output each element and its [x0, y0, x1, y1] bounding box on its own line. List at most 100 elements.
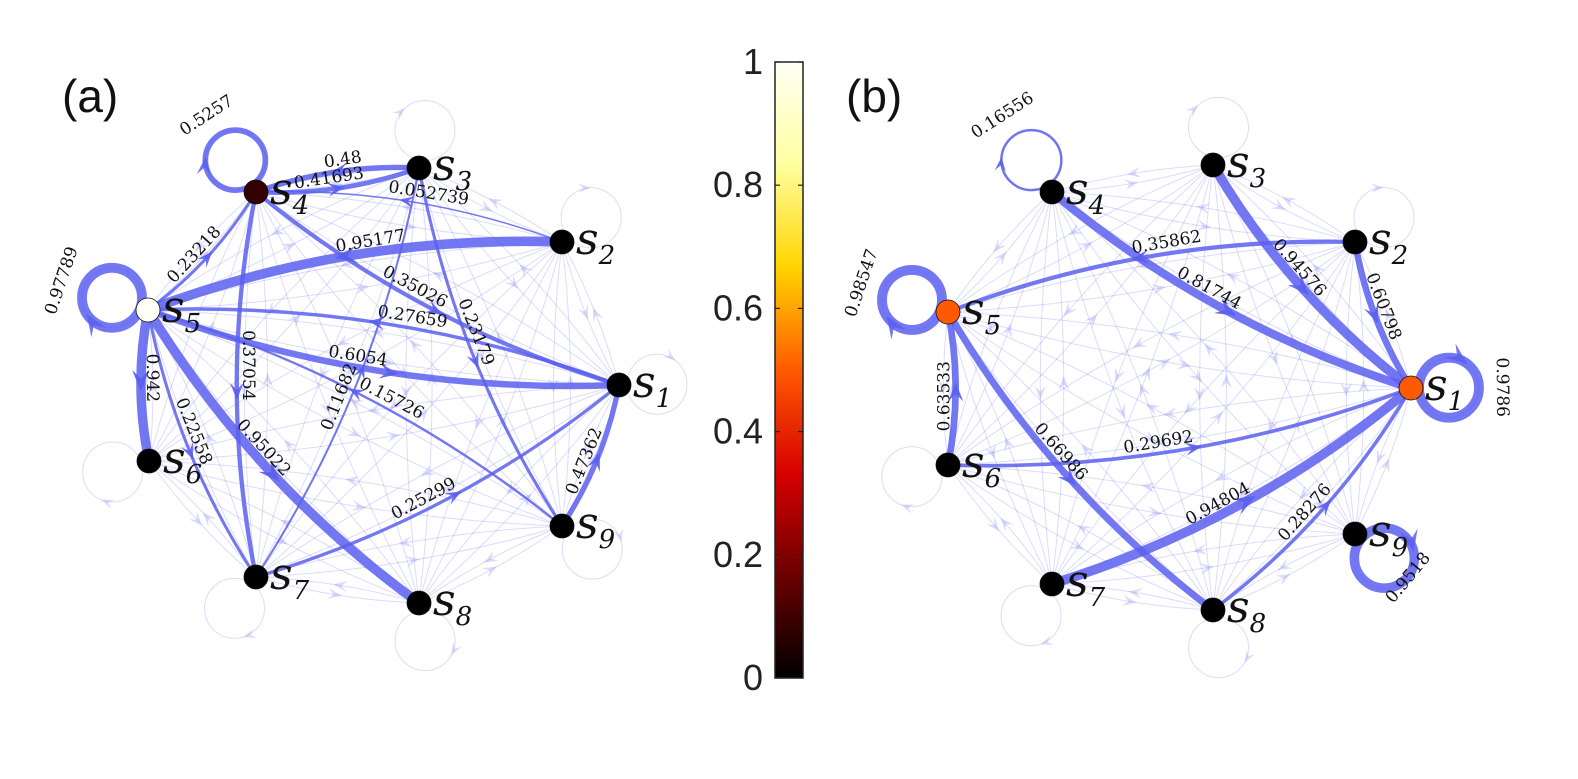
edge-arrowhead: [400, 384, 412, 399]
edge-arrowhead: [243, 628, 257, 639]
node-s4: [1039, 179, 1065, 205]
edge-arrowhead: [336, 334, 352, 346]
background-edge: [947, 191, 1053, 313]
edge-arrowhead: [1084, 313, 1098, 329]
edge-arrowhead: [506, 480, 520, 495]
edge-arrowhead: [351, 500, 366, 512]
node-label: s3: [433, 140, 472, 197]
colorbar-tick-label: 0.4: [713, 411, 763, 452]
edge-arrowhead: [1066, 463, 1080, 478]
background-edge: [255, 241, 563, 578]
node-label-name: s: [962, 284, 985, 335]
edge-arrowhead: [402, 219, 417, 231]
self-loop: [560, 187, 622, 249]
edge-arrowhead: [1145, 404, 1161, 416]
background-edge: [1051, 191, 1356, 535]
node-label-subscript: 4: [1088, 191, 1106, 221]
background-edge: [255, 384, 620, 578]
node-label: s4: [1066, 164, 1105, 221]
edge-arrowhead: [504, 274, 519, 289]
edge-arrowhead: [1275, 573, 1291, 586]
background-edge: [1212, 241, 1356, 611]
edge-arrowhead: [229, 382, 244, 400]
edge-arrowhead: [475, 414, 486, 430]
edge-arrowhead: [483, 550, 499, 563]
background-edge: [418, 384, 620, 604]
weighted-edge: [946, 386, 1413, 468]
self-loop: [1000, 585, 1062, 647]
edge-arrowhead: [473, 347, 485, 363]
edge-arrowhead: [188, 511, 203, 526]
edge-arrowhead: [195, 250, 209, 265]
edge-arrowhead: [1271, 198, 1286, 211]
edge-arrowhead: [196, 157, 211, 176]
node-label: s6: [962, 437, 1001, 494]
node-label: s6: [163, 433, 202, 490]
edge-arrowhead: [1114, 367, 1126, 383]
edge-arrowhead: [354, 283, 370, 295]
background-edge: [942, 311, 949, 466]
edge-arrowhead: [1139, 366, 1151, 382]
background-edge: [255, 576, 420, 604]
node-label: s4: [270, 164, 309, 221]
background-edge: [255, 167, 420, 578]
edge-arrowhead: [196, 251, 213, 268]
background-edge: [1051, 533, 1356, 585]
edge-arrowhead: [349, 399, 364, 411]
node-label-name: s: [1066, 556, 1089, 607]
background-edge: [418, 167, 620, 386]
background-edge: [418, 241, 563, 604]
background-edge: [1051, 191, 1214, 611]
edge-arrowhead: [1040, 635, 1054, 646]
background-edge: [1199, 164, 1214, 611]
node-label: s1: [1425, 360, 1464, 417]
edge-arrowhead: [1142, 430, 1158, 442]
edge-arrowhead: [389, 396, 404, 411]
edge-weight-label: 0.47362: [562, 425, 607, 498]
edge-arrowhead: [1141, 482, 1157, 494]
edge-arrowhead: [993, 238, 1007, 253]
edge-arrowhead: [1194, 386, 1206, 401]
edge-arrowhead: [578, 183, 591, 193]
node-s5: [935, 299, 961, 325]
background-edge: [1212, 241, 1356, 611]
node-label-name: s: [576, 498, 599, 549]
edge-arrowhead: [1140, 383, 1151, 399]
edge-arrowhead: [1114, 403, 1125, 419]
weighted-edge: [1211, 386, 1413, 612]
colorbar-tick-label: 0.8: [713, 164, 763, 205]
panel-a-label: (a): [62, 70, 118, 122]
edge-arrowhead: [1232, 495, 1256, 515]
self-loop: [204, 577, 266, 639]
node-s2: [549, 229, 575, 255]
background-edge: [1212, 164, 1412, 389]
edge-arrowhead: [1199, 563, 1215, 575]
edge-arrowhead: [613, 528, 624, 542]
edge-weight-label: 0.16556: [968, 88, 1038, 143]
node-label: s7: [270, 549, 310, 606]
edge-arrowhead: [1221, 295, 1237, 307]
node-label-subscript: 7: [1089, 583, 1106, 613]
colorbar-tick-label: 0: [743, 657, 763, 698]
edge-arrowhead: [994, 157, 1006, 172]
edge-arrowhead: [1184, 442, 1202, 456]
edge-arrowhead: [1163, 407, 1178, 419]
edge-arrowhead: [1151, 283, 1166, 295]
background-edge: [243, 191, 257, 578]
colorbar-tick-label: 0.6: [713, 287, 763, 328]
background-edge: [147, 309, 420, 604]
edge-arrowhead: [993, 251, 1007, 266]
background-edge: [947, 311, 1356, 535]
node-label: s5: [962, 284, 1001, 341]
background-edge: [1051, 583, 1214, 611]
weighted-edge: [234, 189, 259, 580]
edge-arrowhead: [432, 271, 448, 284]
edge-arrowhead: [577, 304, 588, 320]
node-s7: [1039, 571, 1065, 597]
background-edge: [418, 167, 563, 243]
edge-weight-label: 0.63533: [935, 361, 955, 431]
background-edge: [147, 309, 620, 386]
background-edge: [1212, 533, 1356, 611]
edge-arrowhead: [1184, 400, 1198, 415]
